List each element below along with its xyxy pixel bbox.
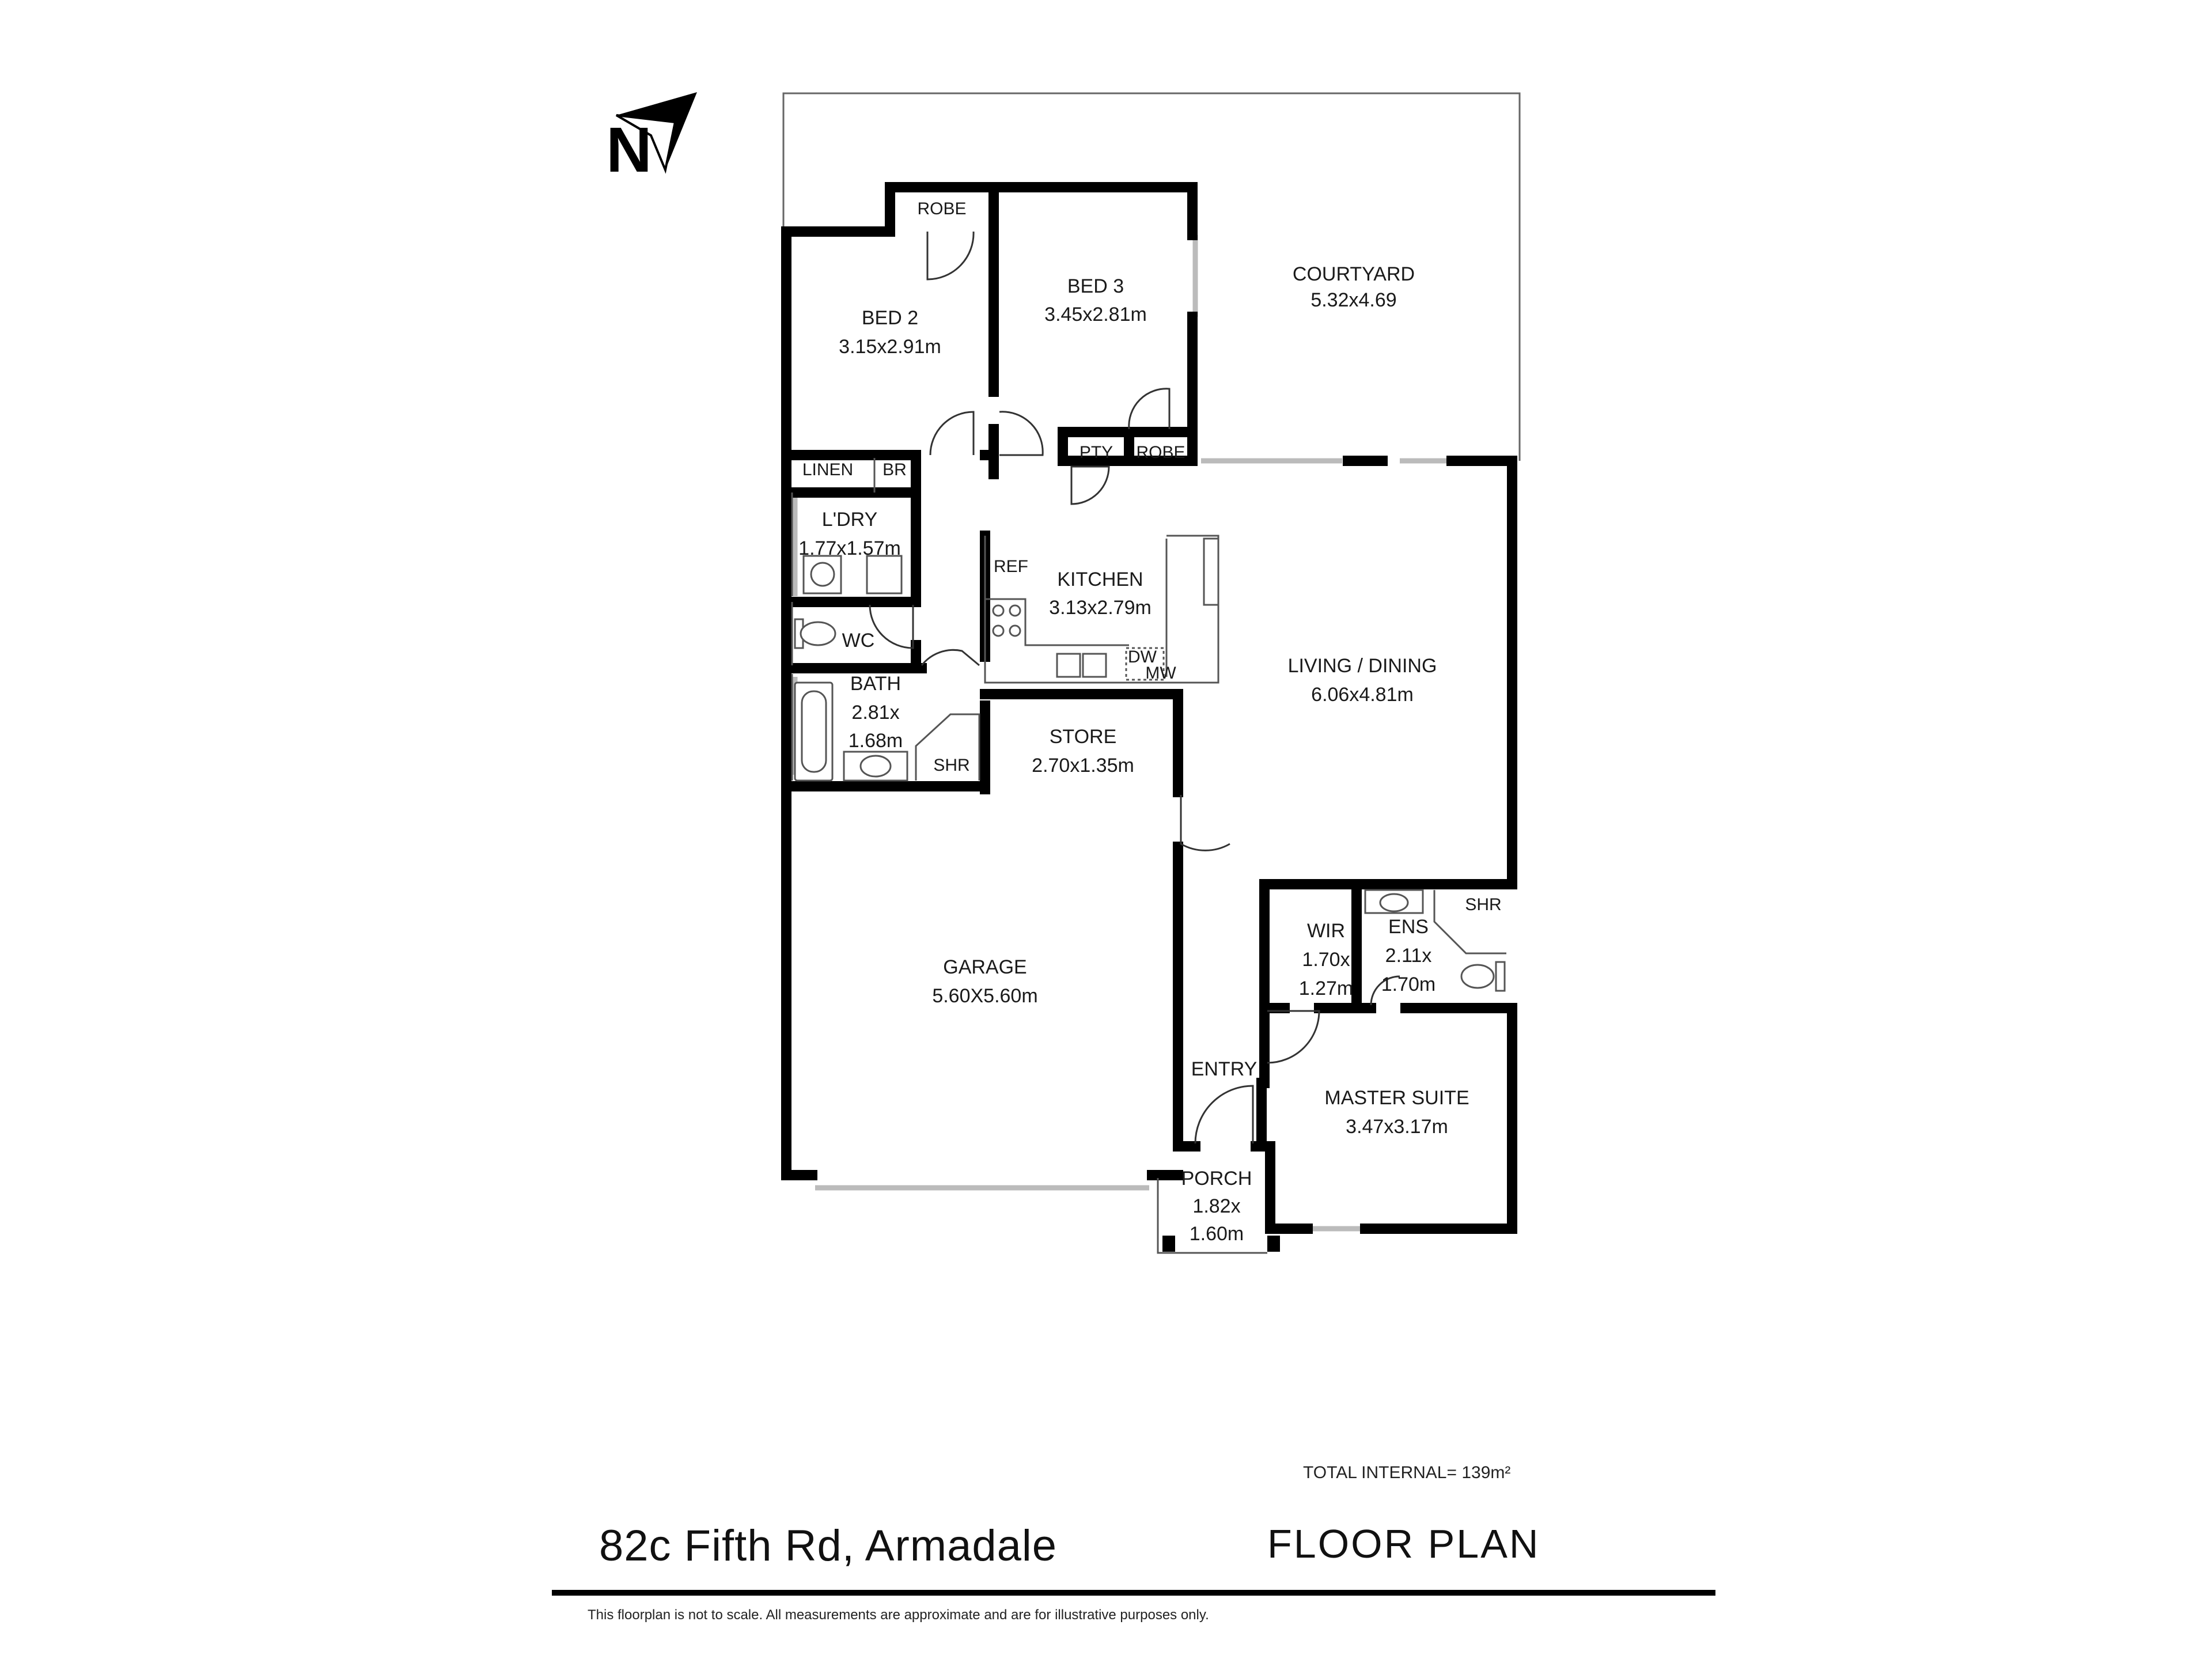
wc-label: WC bbox=[842, 630, 875, 652]
walls bbox=[781, 182, 1517, 1252]
bed3-label: BED 3 bbox=[1067, 275, 1124, 297]
courtyard-boundary bbox=[782, 92, 1521, 461]
store-label: STORE bbox=[1050, 726, 1117, 748]
bed2-size: 3.15x2.91m bbox=[839, 336, 941, 358]
wir-label: WIR bbox=[1307, 920, 1345, 942]
north-arrow-icon: N bbox=[606, 92, 697, 185]
wir-size-1: 1.70x bbox=[1302, 949, 1350, 971]
vanity-icon bbox=[843, 751, 908, 782]
entry-label: ENTRY bbox=[1191, 1058, 1257, 1080]
bed3-size: 3.45x2.81m bbox=[1044, 304, 1147, 325]
pantry-label: PTY bbox=[1080, 443, 1113, 462]
kitchen-size: 3.13x2.79m bbox=[1049, 597, 1152, 619]
door-swings bbox=[869, 231, 1400, 1144]
porch-size-1: 1.82x bbox=[1192, 1195, 1240, 1217]
microwave-label: MW bbox=[1145, 664, 1176, 683]
robe-bed3-label: ROBE bbox=[1136, 443, 1185, 462]
room-labels: COURTYARD 5.32x4.69 ROBE BED 2 3.15x2.91… bbox=[798, 199, 1502, 1245]
bed2-label: BED 2 bbox=[862, 307, 918, 329]
ensuite-fixtures bbox=[1364, 889, 1506, 992]
property-address: 82c Fifth Rd, Armadale bbox=[599, 1521, 1058, 1570]
br-label: BR bbox=[882, 460, 907, 479]
robe-bed2-label: ROBE bbox=[917, 199, 966, 218]
courtyard-size: 5.32x4.69 bbox=[1310, 289, 1396, 311]
garage-size: 5.60X5.60m bbox=[932, 985, 1037, 1007]
laundry-size: 1.77x1.57m bbox=[798, 537, 901, 559]
living-label: LIVING / DINING bbox=[1288, 655, 1437, 677]
toilet-icon bbox=[794, 618, 836, 649]
kitchen-sink-icon bbox=[1056, 653, 1107, 678]
kitchen-label: KITCHEN bbox=[1057, 569, 1143, 590]
ensuite-label: ENS bbox=[1388, 916, 1429, 938]
linen-label: LINEN bbox=[802, 460, 853, 479]
footer-divider bbox=[552, 1590, 1715, 1596]
disclaimer-text: This floorplan is not to scale. All meas… bbox=[588, 1607, 1209, 1623]
ensuite-size-2: 1.70m bbox=[1381, 974, 1436, 995]
master-size: 3.47x3.17m bbox=[1346, 1116, 1448, 1138]
garage-label: GARAGE bbox=[943, 956, 1027, 978]
laundry-tub-icon bbox=[802, 555, 903, 594]
wir-size-2: 1.27m bbox=[1299, 978, 1354, 999]
ensuite-shower-label: SHR bbox=[1465, 895, 1501, 914]
bath-shower-label: SHR bbox=[933, 756, 969, 775]
laundry-label: L'DRY bbox=[822, 509, 878, 531]
master-label: MASTER SUITE bbox=[1324, 1087, 1469, 1109]
fixtures bbox=[794, 535, 1506, 992]
bathtub-icon bbox=[794, 681, 834, 782]
total-internal-area: TOTAL INTERNAL= 139m² bbox=[1303, 1463, 1511, 1482]
cooktop-icon bbox=[992, 604, 1021, 637]
ensuite-size-1: 2.11x bbox=[1385, 945, 1432, 967]
thin-partitions bbox=[791, 458, 1267, 1254]
compass-label: N bbox=[606, 115, 652, 185]
store-size: 2.70x1.35m bbox=[1032, 755, 1134, 777]
bath-label: BATH bbox=[850, 673, 901, 695]
bath-size-2: 1.68m bbox=[849, 730, 903, 752]
courtyard-label: COURTYARD bbox=[1293, 263, 1415, 285]
living-size: 6.06x4.81m bbox=[1311, 684, 1414, 706]
porch-label: PORCH bbox=[1181, 1168, 1252, 1190]
bath-size-1: 2.81x bbox=[851, 702, 899, 724]
floor-plan-title: FLOOR PLAN bbox=[1267, 1521, 1540, 1566]
fridge-label: REF bbox=[994, 557, 1028, 576]
porch-size-2: 1.60m bbox=[1190, 1223, 1244, 1245]
dishwasher-label: DW bbox=[1128, 647, 1157, 666]
